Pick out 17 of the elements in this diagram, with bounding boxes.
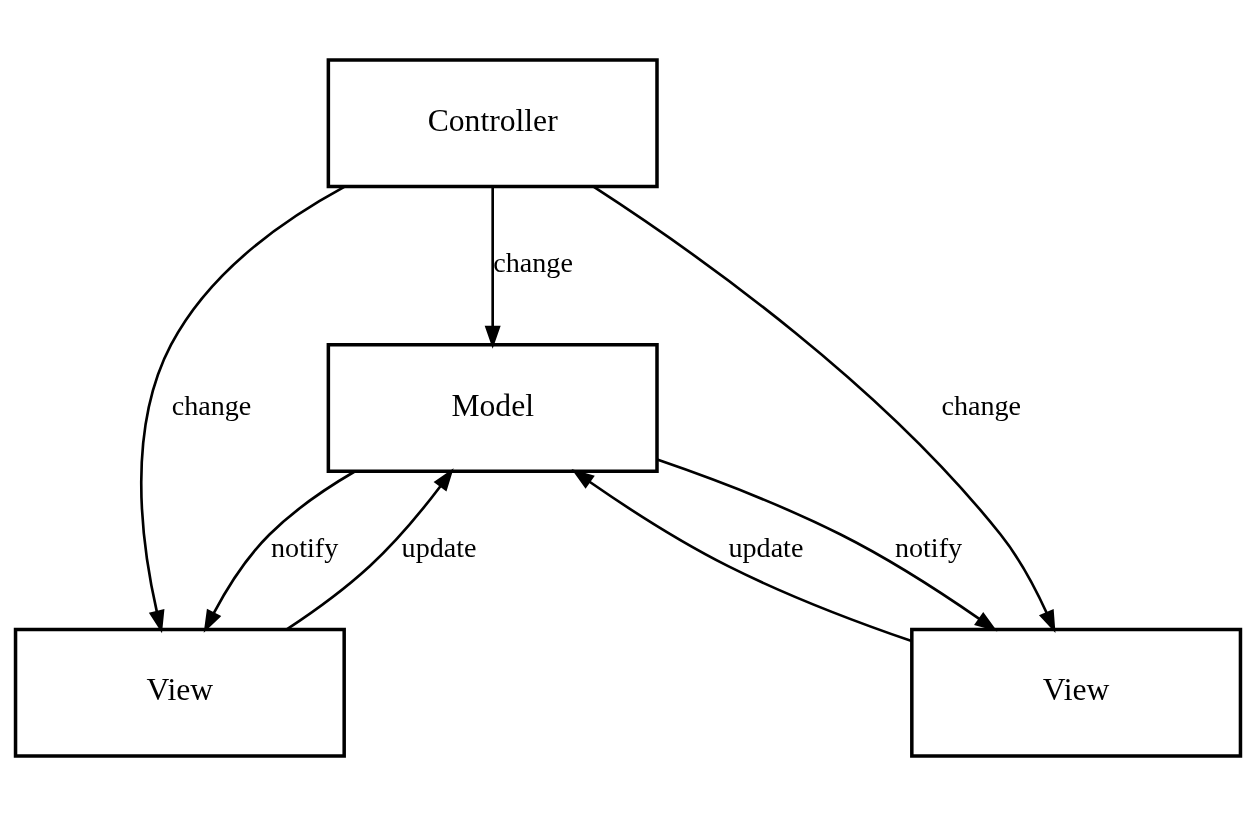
node-box: Controller	[326, 57, 659, 188]
arrow	[592, 185, 1056, 633]
node-box: View	[910, 627, 1243, 758]
edge-label: change	[493, 246, 573, 278]
edge-label: update	[728, 531, 804, 563]
edge-label: notify	[894, 531, 963, 563]
arrow	[484, 186, 501, 349]
edge-label: notify	[271, 531, 339, 563]
edge-label: update	[401, 531, 477, 563]
arrow	[286, 467, 454, 630]
arrow	[656, 457, 998, 632]
arrow	[571, 468, 913, 642]
node-box: Model	[326, 342, 659, 473]
edge-label: change	[171, 389, 252, 421]
arrow	[140, 185, 346, 633]
node-box: View	[13, 627, 346, 758]
edge-label: change	[941, 389, 1022, 421]
